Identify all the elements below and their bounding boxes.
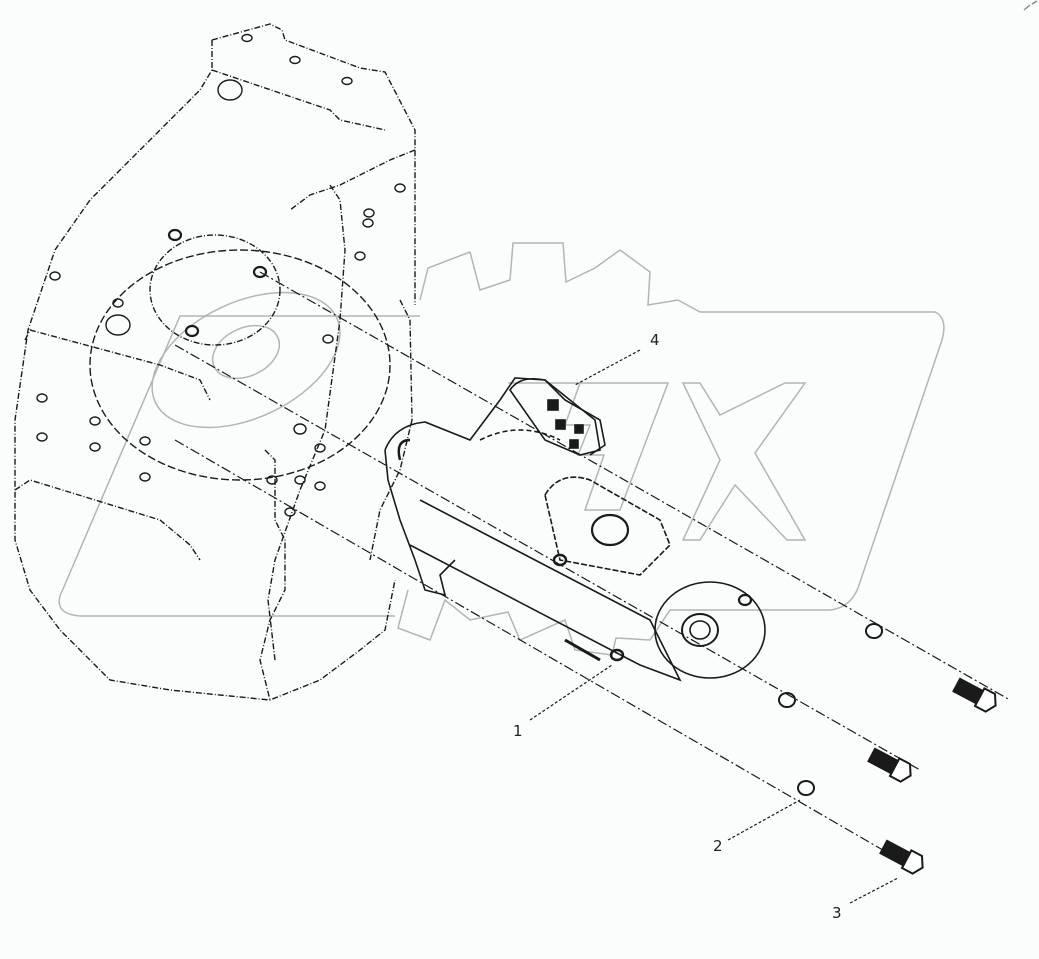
callout-1-starter-motor: 1 [513, 722, 523, 740]
bolts [867, 677, 997, 875]
assembly-axis-lines [174, 271, 1011, 861]
solenoid-terminal [509, 377, 601, 456]
starter-motor [384, 377, 766, 682]
washers [778, 623, 883, 796]
flywheel-housing [14, 23, 416, 701]
housing-bolt-holes [36, 33, 406, 517]
callout-2-washer: 2 [713, 837, 723, 855]
callout-3-bolt: 3 [832, 904, 842, 922]
callout-4-solenoid: 4 [650, 331, 660, 349]
leader-lines [529, 349, 899, 904]
corner-mark [1023, 0, 1038, 11]
